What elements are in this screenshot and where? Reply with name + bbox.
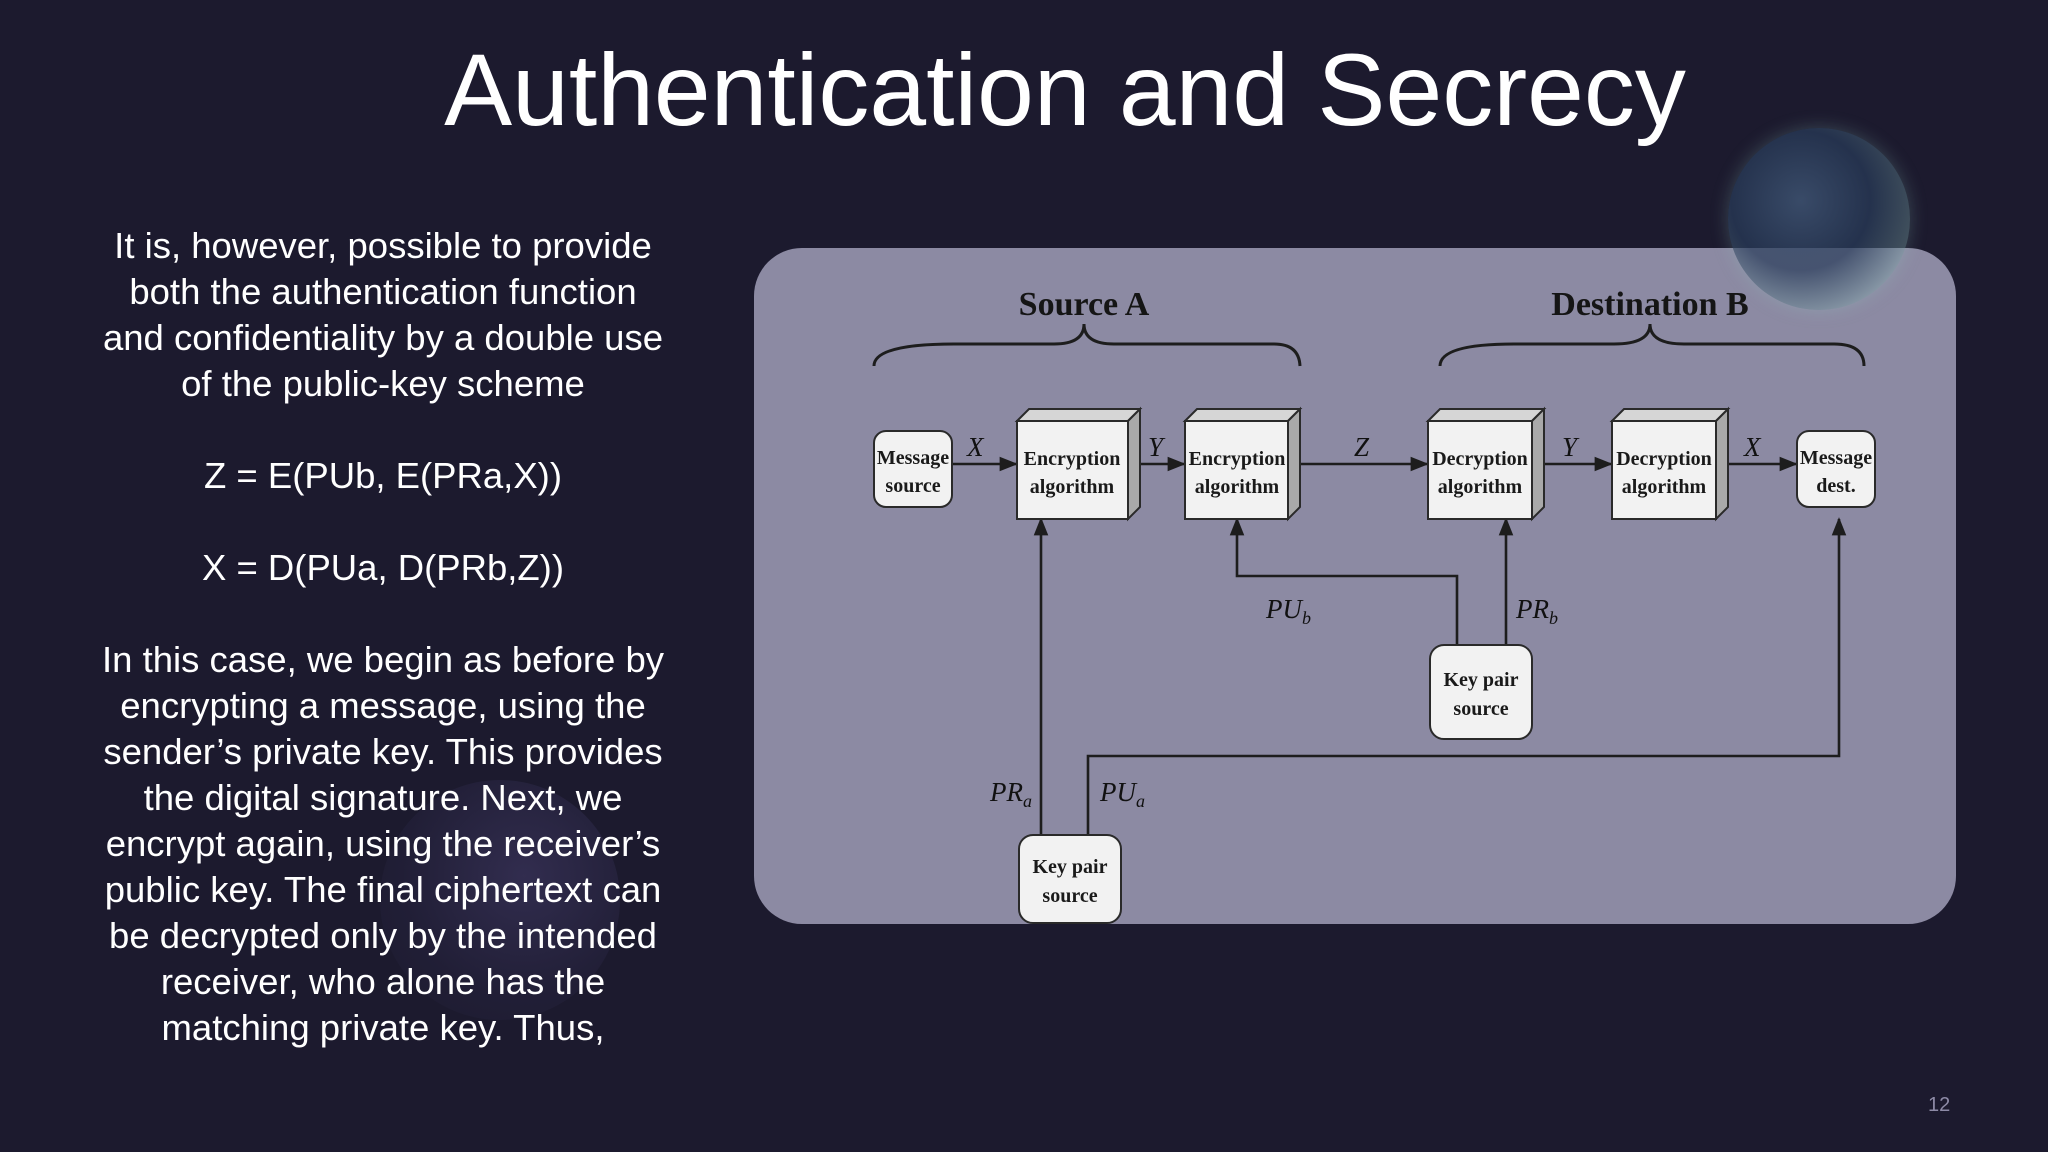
label-x-1: X	[966, 432, 985, 462]
svg-text:Encryption: Encryption	[1189, 448, 1286, 470]
svg-text:source: source	[1042, 885, 1097, 907]
svg-text:algorithm: algorithm	[1438, 476, 1523, 498]
label-pr-a: PRa	[989, 777, 1032, 811]
svg-text:Message: Message	[877, 447, 949, 469]
page-number: 12	[1928, 1094, 1951, 1116]
slide-body-text: It is, however, possible to provide both…	[100, 223, 666, 1051]
label-z: Z	[1354, 432, 1370, 462]
destination-b-header: Destination B	[1551, 286, 1748, 323]
intro-paragraph: It is, however, possible to provide both…	[102, 225, 664, 404]
source-a-header: Source A	[1019, 286, 1150, 323]
key-pair-source-box-a: Key pair source	[1018, 834, 1122, 924]
svg-text:algorithm: algorithm	[1030, 476, 1115, 498]
label-pu-a: PUa	[1099, 777, 1145, 811]
svg-text:source: source	[885, 475, 940, 497]
message-source-box: Message source	[873, 430, 953, 508]
svg-text:Key pair: Key pair	[1033, 856, 1108, 878]
label-y-1: Y	[1148, 432, 1166, 462]
encryption-formula: Z = E(PUb, E(PRa,X))	[204, 455, 562, 496]
svg-text:Key pair: Key pair	[1444, 669, 1519, 691]
message-destination-box: Message dest.	[1796, 430, 1876, 508]
encryption-algorithm-box-2: Encryption algorithm	[1182, 406, 1303, 522]
label-x-2: X	[1743, 432, 1762, 462]
slide-title: Authentication and Secrecy	[444, 33, 1686, 147]
key-pair-source-box-b: Key pair source	[1429, 644, 1533, 740]
svg-text:Decryption: Decryption	[1616, 448, 1712, 470]
svg-text:Decryption: Decryption	[1432, 448, 1528, 470]
svg-text:algorithm: algorithm	[1195, 476, 1280, 498]
svg-text:algorithm: algorithm	[1622, 476, 1707, 498]
diagram-panel: Source A Destination B X Y Z Y X PUb PRb…	[754, 248, 1956, 924]
svg-text:source: source	[1453, 698, 1508, 720]
svg-text:Message: Message	[1800, 447, 1872, 469]
arrow-pu-a	[1086, 517, 1847, 834]
decryption-formula: X = D(PUa, D(PRb,Z))	[201, 547, 564, 588]
decryption-algorithm-box-1: Decryption algorithm	[1425, 406, 1547, 522]
svg-text:Encryption: Encryption	[1024, 448, 1121, 470]
decryption-algorithm-box-2: Decryption algorithm	[1609, 406, 1731, 522]
explanation-paragraph: In this case, we begin as before by encr…	[101, 639, 665, 1048]
label-pu-b: PUb	[1265, 594, 1311, 628]
label-pr-b: PRb	[1515, 594, 1558, 628]
decorative-orb-bottom	[380, 780, 620, 1020]
svg-text:dest.: dest.	[1816, 475, 1855, 497]
source-a-brace	[872, 323, 1302, 367]
authentication-secrecy-diagram: Source A Destination B X Y Z Y X PUb PRb…	[872, 286, 1876, 924]
destination-b-brace	[1438, 323, 1866, 367]
arrow-pu-b	[1229, 517, 1459, 644]
decorative-orb-top	[1728, 128, 1910, 310]
encryption-algorithm-box-1: Encryption algorithm	[1014, 406, 1143, 522]
label-y-2: Y	[1562, 432, 1580, 462]
